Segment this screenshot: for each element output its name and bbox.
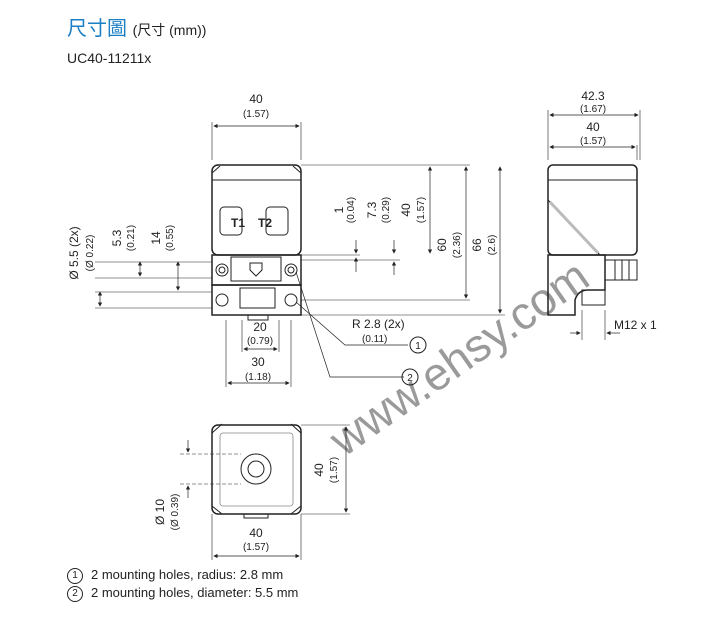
- dim-20-inch: (0.79): [247, 336, 273, 347]
- side-dim-40-inch: (1.57): [580, 136, 606, 147]
- note-item: 2 2 mounting holes, diameter: 5.5 mm: [67, 584, 298, 602]
- dim-30-inch: (1.18): [245, 372, 271, 383]
- dim-20-label: 20: [253, 320, 267, 334]
- led-label-t1: T1: [231, 216, 245, 230]
- top-view: [180, 423, 350, 560]
- side-dim-40-label: 40: [586, 120, 600, 134]
- note-text: 2 mounting holes, radius: 2.8 mm: [91, 567, 284, 582]
- top-dim-40v-inch: (1.57): [329, 457, 340, 483]
- note-number: 1: [67, 567, 83, 584]
- bracket-base: [211, 284, 302, 316]
- dim-1-inch: (0.04): [346, 197, 357, 223]
- side-dim-42-3-inch: (1.67): [580, 104, 606, 115]
- led-window-t2: [265, 206, 289, 236]
- front-width-inch: (1.57): [243, 109, 269, 120]
- dim-60-label: 60: [435, 238, 449, 252]
- callout-circle-2: [401, 368, 419, 386]
- model-number: UC40-11211x: [67, 50, 152, 66]
- slot-hole-left: [215, 293, 229, 307]
- slot-hole-right: [284, 293, 298, 307]
- dim-30-label: 30: [251, 355, 265, 369]
- top-dia-inch: (Ø 0.39): [170, 494, 181, 531]
- side-view: [547, 110, 641, 340]
- dim-66-inch: (2.6): [487, 235, 498, 256]
- dim-14-inch: (0.55): [165, 225, 176, 251]
- front-view: [95, 122, 505, 387]
- sensor-face-outer: [240, 453, 272, 485]
- top-dim-40h-inch: (1.57): [243, 542, 269, 553]
- dim-40v-label: 40: [399, 203, 413, 217]
- watermark: www.ehsy.com: [319, 249, 598, 466]
- notes-list: 1 2 mounting holes, radius: 2.8 mm 2 2 mou…: [67, 566, 298, 602]
- dim-7-3-label: 7.3: [365, 201, 379, 218]
- side-body: [547, 164, 638, 256]
- radius-inch: (0.11): [362, 334, 387, 345]
- radius-label: R 2.8 (2x): [352, 317, 405, 331]
- note-item: 1 2 mounting holes, radius: 2.8 mm: [67, 566, 298, 584]
- callout-circle-1: [409, 336, 427, 354]
- title-suffix: (尺寸 (mm)): [132, 22, 207, 38]
- mounting-hole-right: [284, 263, 298, 277]
- hole-dia-label: Ø 5.5 (2x): [67, 226, 81, 279]
- dim-5-3-inch: (0.21): [126, 225, 137, 251]
- dim-60-inch: (2.36): [452, 232, 463, 258]
- led-window-t1: [219, 206, 243, 236]
- top-dia-label: Ø 10: [153, 499, 167, 525]
- page-title: 尺寸圖 (尺寸 (mm)): [67, 12, 206, 41]
- dim-66-label: 66: [470, 238, 484, 252]
- title-main: 尺寸圖: [67, 18, 127, 40]
- front-width-label: 40: [249, 92, 263, 106]
- connector-label: M12 x 1: [614, 318, 657, 332]
- dim-1-label: 1: [332, 206, 346, 213]
- m12-connector: [581, 289, 606, 306]
- connector-body: [604, 259, 638, 281]
- mounting-hole-left: [215, 263, 229, 277]
- sensor-face-inner: [247, 460, 265, 478]
- dim-5-3-label: 5.3: [110, 229, 124, 246]
- top-body: [211, 424, 302, 515]
- callout-2-label: 2: [407, 373, 413, 384]
- dim-7-3-inch: (0.29): [381, 197, 392, 223]
- note-text: 2 mounting holes, diameter: 5.5 mm: [91, 585, 299, 600]
- side-dim-42-3-label: 42.3: [581, 89, 605, 103]
- top-dim-40h-label: 40: [249, 526, 263, 540]
- led-label-t2: T2: [258, 216, 272, 230]
- top-dim-40v-label: 40: [312, 463, 326, 477]
- hole-dia-inch: (Ø 0.22): [85, 235, 96, 272]
- dim-14-label: 14: [149, 231, 163, 245]
- note-number: 2: [67, 585, 83, 602]
- dim-40v-inch: (1.57): [416, 197, 427, 223]
- callout-1-label: 1: [415, 341, 421, 352]
